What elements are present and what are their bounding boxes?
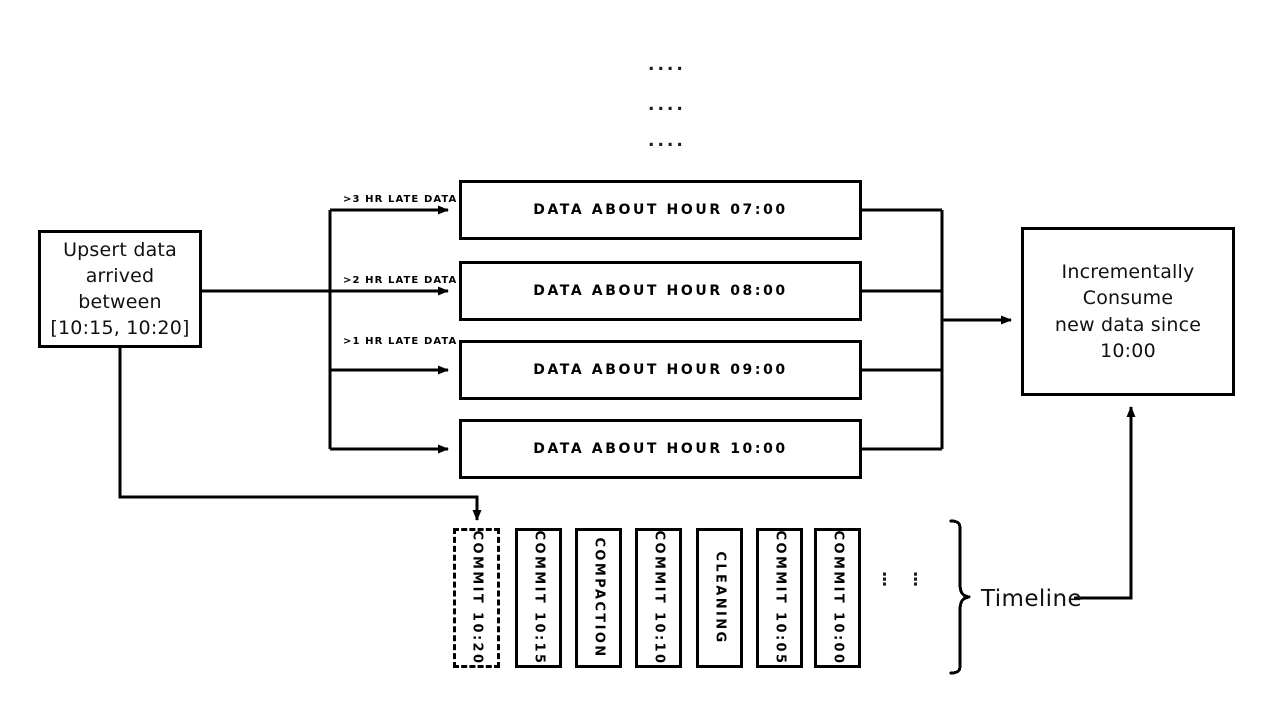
commit-box-1005-label: COMMIT 10:05 [772,530,787,666]
commit-box-1020[interactable]: COMMIT 10:20 [453,528,500,668]
top-ellipsis-row-1: .... [648,55,686,75]
wire-source-to-timeline [118,348,482,521]
consumer-box[interactable]: Incrementally Consume new data since 10:… [1021,227,1235,396]
commit-box-compaction-label: COMPACTION [591,537,606,659]
timeline-brace [949,519,971,675]
wire-timeline-to-consumer [1074,406,1136,600]
consumer-box-line-2: new data since 10:00 [1054,313,1202,362]
source-box-line-3: [10:15, 10:20] [50,317,190,340]
edge-label-3hr: >3 HR LATE DATA [343,194,458,205]
hour-box-0700-label: DATA ABOUT HOUR 07:00 [533,202,788,218]
commit-box-1005[interactable]: COMMIT 10:05 [756,528,803,668]
commit-box-1010-label: COMMIT 10:10 [651,530,666,666]
source-box-line-2: arrived between [78,264,162,313]
source-box-text: Upsert data arrived between [10:15, 10:2… [41,237,199,342]
source-box-line-1: Upsert data [63,238,177,261]
commit-box-1020-label: COMMIT 10:20 [469,530,484,666]
hour-box-0800-label: DATA ABOUT HOUR 08:00 [533,283,788,299]
consumer-box-line-1: Incrementally Consume [1061,261,1195,310]
timeline-ellipsis-2: ⋮ [907,570,924,590]
top-ellipsis-row-3: .... [648,131,686,151]
commit-box-cleaning[interactable]: CLEANING [696,528,743,668]
commit-box-1015[interactable]: COMMIT 10:15 [515,528,562,668]
top-ellipsis-row-2: .... [648,95,686,115]
timeline-label: Timeline [981,586,1082,612]
hour-box-1000[interactable]: DATA ABOUT HOUR 10:00 [459,419,862,479]
edge-label-1hr: >1 HR LATE DATA [343,336,458,347]
commit-box-1010[interactable]: COMMIT 10:10 [635,528,682,668]
commit-box-1000[interactable]: COMMIT 10:00 [814,528,861,668]
source-box[interactable]: Upsert data arrived between [10:15, 10:2… [38,230,202,348]
hour-box-0800[interactable]: DATA ABOUT HOUR 08:00 [459,261,862,321]
timeline-ellipsis-1: ⋮ [876,570,893,590]
hour-box-0700[interactable]: DATA ABOUT HOUR 07:00 [459,180,862,240]
edge-label-2hr: >2 HR LATE DATA [343,275,458,286]
hour-box-0900[interactable]: DATA ABOUT HOUR 09:00 [459,340,862,400]
hour-box-0900-label: DATA ABOUT HOUR 09:00 [533,362,788,378]
consumer-box-text: Incrementally Consume new data since 10:… [1024,259,1232,364]
commit-box-cleaning-label: CLEANING [712,551,727,645]
commit-box-1015-label: COMMIT 10:15 [531,530,546,666]
hour-box-1000-label: DATA ABOUT HOUR 10:00 [533,441,788,457]
commit-box-1000-label: COMMIT 10:00 [830,530,845,666]
commit-box-compaction[interactable]: COMPACTION [575,528,622,668]
